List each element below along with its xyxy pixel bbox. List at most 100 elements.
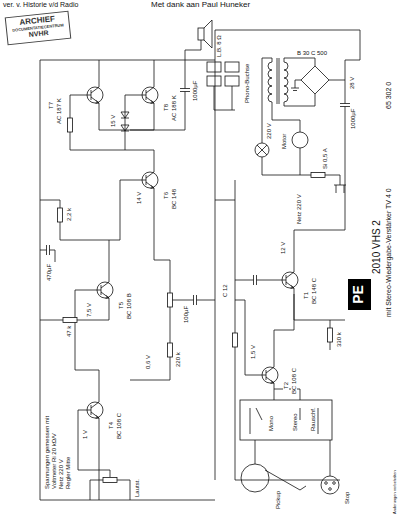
schematic-use bbox=[328, 328, 333, 342]
component-label: ver. v. Historie v/d Radio bbox=[2, 1, 79, 8]
bridge-rectifier bbox=[301, 66, 329, 94]
component-label: T1 bbox=[303, 291, 309, 300]
component-label: AC 188 K bbox=[171, 94, 177, 122]
schematic-use bbox=[63, 318, 77, 323]
component-label: Lautst. bbox=[134, 478, 140, 498]
schematic-use bbox=[311, 173, 325, 178]
component-label: T4 bbox=[108, 421, 114, 430]
schematic-use bbox=[47, 245, 50, 255]
component-label: 65 302 0 bbox=[385, 81, 392, 110]
logo-box: PE bbox=[348, 279, 371, 310]
component-label: T5 bbox=[118, 301, 124, 310]
component-label: Phono-Buchse bbox=[244, 63, 250, 104]
component-label: Motor bbox=[281, 133, 287, 150]
schematic-use bbox=[194, 295, 197, 305]
component-label: L.B. 8 Ω bbox=[216, 34, 222, 58]
speaker bbox=[198, 28, 204, 40]
pickup bbox=[241, 464, 269, 492]
component-label: Änderungen vorbehalten bbox=[393, 469, 397, 515]
potentiometer bbox=[103, 478, 117, 483]
component-label: Netz 220 V bbox=[58, 458, 64, 490]
component-label: Met dank aan Paul Huneker bbox=[150, 1, 251, 9]
schematic-use bbox=[258, 361, 278, 389]
schematic-use bbox=[68, 118, 73, 132]
speaker-cone bbox=[204, 20, 212, 48]
component-label: 1,5 V bbox=[250, 344, 256, 360]
lamp-cross bbox=[257, 145, 267, 155]
schematic-use bbox=[83, 81, 103, 109]
component-label: 14 V bbox=[136, 191, 142, 205]
component-label: 15 V bbox=[110, 114, 116, 128]
wires bbox=[40, 20, 360, 500]
switch-box bbox=[240, 400, 332, 440]
component-label: 1000µF bbox=[350, 108, 356, 130]
component-label: 28 V bbox=[349, 76, 355, 90]
component-label: 470µF bbox=[46, 263, 52, 282]
schematic-use bbox=[180, 89, 190, 92]
component-label: BC 108 B bbox=[126, 292, 132, 320]
component-label: 2010 VHS 2 bbox=[372, 219, 382, 275]
component-label: BC 148 C bbox=[311, 277, 317, 305]
schematic-use bbox=[340, 104, 350, 107]
pin bbox=[333, 482, 336, 485]
schematic-use bbox=[168, 343, 173, 357]
amp-wires bbox=[40, 40, 215, 500]
component-label: Stereo bbox=[292, 412, 298, 432]
component-label: Stop bbox=[344, 491, 350, 505]
component-label: 220 V bbox=[266, 122, 272, 140]
component-label: B 30 C 500 bbox=[296, 50, 328, 56]
schematic-use bbox=[233, 333, 238, 347]
component-label: 2,2 k bbox=[66, 207, 72, 222]
component-label: Netz 220 V bbox=[296, 193, 302, 225]
component-label: BC 108 C bbox=[116, 412, 122, 440]
component-label: C 12 bbox=[222, 283, 228, 298]
coil bbox=[268, 62, 288, 102]
diodes bbox=[121, 112, 129, 131]
component-label: 330 k bbox=[336, 331, 342, 348]
tonearm bbox=[265, 470, 306, 490]
component-label: Regler Mitte bbox=[65, 456, 71, 490]
component-label: 1 V bbox=[82, 429, 88, 440]
component-label: 12 V bbox=[280, 241, 286, 255]
component-label: T8 bbox=[163, 103, 169, 112]
archive-stamp: ARCHIEFDOCUMENTATIECENTRUMNVHR bbox=[5, 11, 72, 46]
node-text: PE bbox=[351, 284, 366, 305]
phono-socket bbox=[207, 76, 221, 86]
component-label: 47 k bbox=[66, 325, 72, 338]
component-label: T7 bbox=[48, 101, 54, 110]
component-label: mit Stereo-Wiedergabe-Verstärker TV 4 0 bbox=[385, 187, 392, 318]
schematic-use bbox=[93, 276, 113, 304]
component-label: Mono bbox=[268, 415, 274, 432]
schematic-use bbox=[138, 81, 158, 109]
component-label: Pickup bbox=[275, 490, 281, 510]
component-label: T6 bbox=[163, 191, 169, 200]
supply-wires bbox=[215, 30, 360, 266]
component-label: Si 0,5 A bbox=[322, 147, 328, 170]
component-label: BC 108 C bbox=[291, 367, 297, 395]
lamp bbox=[255, 143, 269, 157]
schematic-use bbox=[278, 266, 298, 294]
schematic-use bbox=[254, 275, 257, 285]
component-label: BC 148 bbox=[171, 188, 177, 210]
phono-socket bbox=[225, 76, 239, 86]
component-label: 100µF bbox=[183, 305, 189, 324]
pin bbox=[325, 482, 328, 485]
component-label: AC 187 K bbox=[56, 97, 62, 125]
schematic-use bbox=[58, 208, 63, 222]
component-label: 7,5 V bbox=[86, 302, 92, 318]
connector bbox=[321, 476, 339, 494]
switch-contacts bbox=[250, 408, 318, 434]
schematic-use bbox=[83, 396, 103, 424]
component-label: Spannungen gemessen mit bbox=[44, 415, 50, 490]
pin bbox=[329, 488, 332, 491]
preamp-wires bbox=[214, 86, 345, 480]
component-label: 0,6 V bbox=[145, 354, 151, 370]
component-label: T2 bbox=[283, 381, 289, 390]
phono-socket bbox=[207, 62, 221, 72]
component-label: Rauschf. bbox=[310, 406, 316, 432]
component-label: 220 k bbox=[175, 351, 181, 368]
component-label: Voltmeter Ri 20 kΩ/V bbox=[51, 432, 57, 490]
